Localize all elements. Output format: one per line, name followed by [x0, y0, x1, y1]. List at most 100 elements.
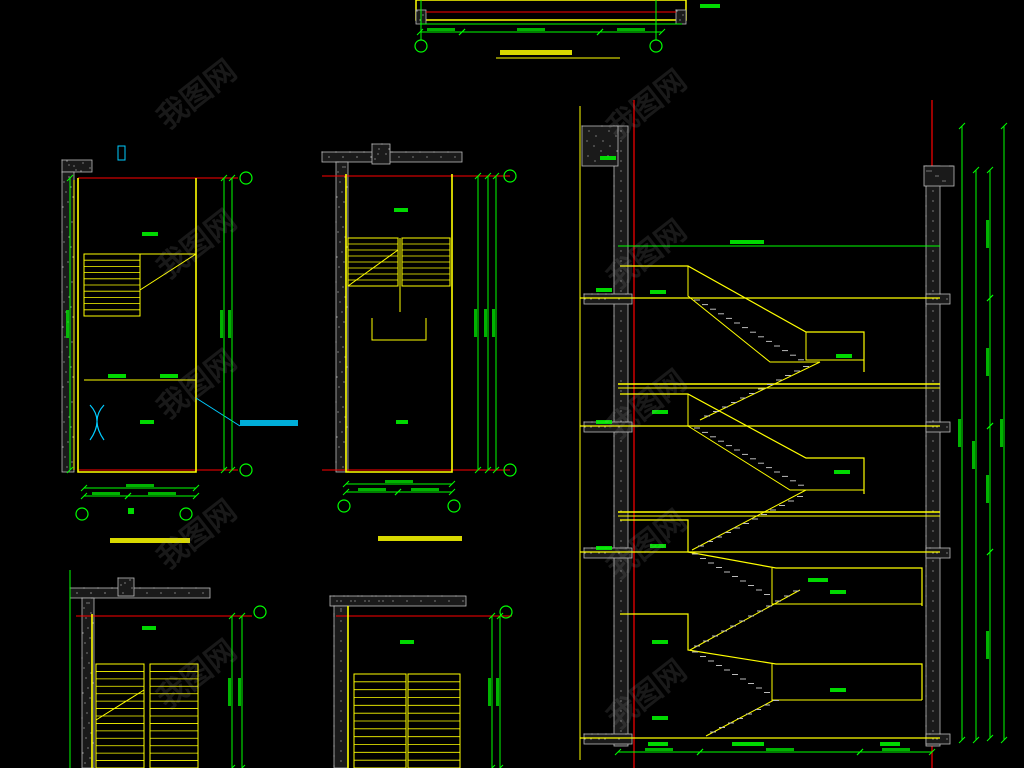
- hatch-dot: [416, 10, 418, 12]
- dim-tick: [614, 748, 622, 756]
- hatch-dot: [601, 125, 603, 127]
- dim-tick: [474, 172, 482, 180]
- hatch-dot: [117, 577, 119, 579]
- text-label-mark: [880, 742, 900, 746]
- text-label-mark: [730, 240, 764, 244]
- concrete-hatch: [925, 547, 951, 559]
- dim-value-mark: [1000, 419, 1003, 447]
- hatch-dot: [350, 600, 352, 602]
- hatch-dot: [932, 460, 934, 462]
- dim-tick: [342, 480, 350, 488]
- wall-outline: [77, 178, 197, 473]
- hatch-dot: [88, 602, 90, 604]
- hatch-dot: [377, 153, 379, 155]
- hatch-dot: [925, 435, 927, 437]
- hatch-dot: [932, 200, 934, 202]
- hatch-dot: [341, 251, 343, 253]
- cut-line: [139, 253, 197, 291]
- hatch-dot: [68, 176, 70, 178]
- hatch-dot: [89, 167, 91, 169]
- landing: [805, 332, 864, 361]
- well-outline: [371, 318, 427, 341]
- hatch-dot: [590, 298, 592, 300]
- hatch-dot: [620, 240, 622, 242]
- hatch-dot: [333, 725, 335, 727]
- hatch-dot: [339, 421, 341, 423]
- hatch-dot: [620, 360, 622, 362]
- hatch-dot: [338, 206, 340, 208]
- hatch-dot: [620, 170, 622, 172]
- hatch-dot: [340, 760, 342, 762]
- hatch-dot: [925, 455, 927, 457]
- hatch-dot: [455, 595, 457, 597]
- hatch-dot: [620, 660, 622, 662]
- hatch-dot: [613, 715, 615, 717]
- hatch-dot: [342, 156, 344, 158]
- hatch-dot: [66, 406, 68, 408]
- dim-value-mark: [986, 348, 989, 376]
- stair-underside: [699, 361, 821, 421]
- hatch-dot: [613, 725, 615, 727]
- dim-tick: [124, 492, 132, 500]
- hatch-dot: [925, 547, 927, 549]
- hatch-dot: [83, 607, 85, 609]
- hatch-dot: [593, 145, 595, 147]
- hatch-dot: [584, 298, 586, 300]
- text-label-mark: [600, 156, 616, 160]
- hatch-dot: [932, 390, 934, 392]
- hatch-dot: [613, 305, 615, 307]
- hatch-dot: [342, 406, 344, 408]
- hatch-dot: [371, 143, 373, 145]
- hatch-dot: [925, 595, 927, 597]
- hatch-dot: [932, 210, 934, 212]
- hatch-dot: [406, 600, 408, 602]
- hatch-dot: [620, 310, 622, 312]
- hatch-dot: [84, 642, 86, 644]
- hatch-dot: [932, 480, 934, 482]
- hatch-dot: [590, 552, 592, 554]
- hatch-dot: [613, 525, 615, 527]
- hatch-dot: [620, 180, 622, 182]
- concrete-hatch: [329, 595, 467, 607]
- hatch-dot: [936, 426, 938, 428]
- dim-tick: [448, 488, 456, 496]
- dim-tick: [488, 612, 496, 620]
- hatch-dot: [167, 587, 169, 589]
- hatch-dot: [586, 140, 588, 142]
- hatch-dot: [344, 166, 346, 168]
- text-label-mark: [142, 626, 156, 630]
- hatch-dot: [597, 733, 599, 735]
- hatch-dot: [328, 156, 330, 158]
- hatch-dot: [63, 361, 65, 363]
- text-label-mark: [834, 470, 850, 474]
- hatch-dot: [583, 547, 585, 549]
- hatch-dot: [625, 421, 627, 423]
- hatch-dot: [620, 410, 622, 412]
- hatch-dot: [63, 301, 65, 303]
- hatch-dot: [613, 235, 615, 237]
- text-label-mark: [240, 420, 298, 426]
- hatch-dot: [932, 610, 934, 612]
- hatch-dot: [335, 341, 337, 343]
- hatch-dot: [73, 165, 75, 167]
- hatch-dot: [337, 291, 339, 293]
- dim-value-mark: [126, 484, 154, 487]
- hatch-dot: [613, 585, 615, 587]
- hatch-dot: [160, 592, 162, 594]
- axis-bubble: [447, 499, 461, 513]
- hatch-dot: [65, 191, 67, 193]
- hatch-dot: [333, 615, 335, 617]
- dim-value-mark: [986, 475, 989, 503]
- hatch-dot: [62, 266, 64, 268]
- hatch-dot: [620, 460, 622, 462]
- hatch-dot: [925, 421, 927, 423]
- hatch-dot: [932, 440, 934, 442]
- hatch-dot: [613, 345, 615, 347]
- text-label-mark: [732, 742, 764, 746]
- dim-value-mark: [496, 678, 499, 706]
- concrete-hatch: [583, 293, 633, 305]
- hatch-dot: [925, 585, 927, 587]
- dim-tick: [1000, 736, 1008, 744]
- concrete-hatch: [675, 9, 687, 25]
- text-label-mark: [596, 288, 612, 292]
